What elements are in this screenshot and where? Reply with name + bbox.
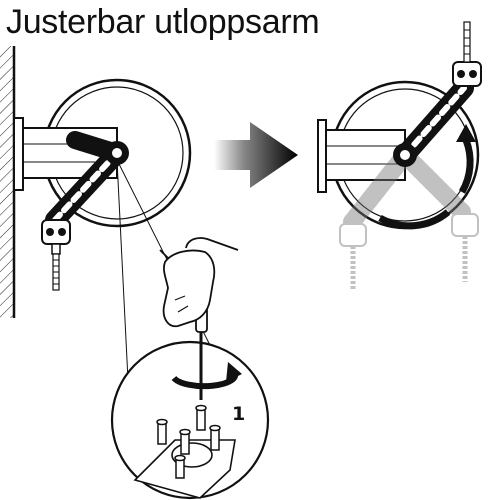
right-reel <box>317 21 482 290</box>
rotation-arrow-icon <box>378 124 476 230</box>
step-number: 1 <box>232 403 245 425</box>
hose-guide <box>41 219 71 255</box>
hose <box>52 253 60 291</box>
hand <box>159 237 239 328</box>
ghost-arm-positions <box>339 146 479 290</box>
left-reel <box>0 46 192 318</box>
wall <box>0 46 14 318</box>
detail-callout: 1 <box>110 237 270 500</box>
outlet-arm <box>45 131 129 230</box>
bolts <box>156 404 221 479</box>
right-arrow-icon <box>214 122 298 188</box>
diagram-title: Justerbar utloppsarm <box>6 3 320 41</box>
outlet-arm-adjusted <box>393 78 474 167</box>
